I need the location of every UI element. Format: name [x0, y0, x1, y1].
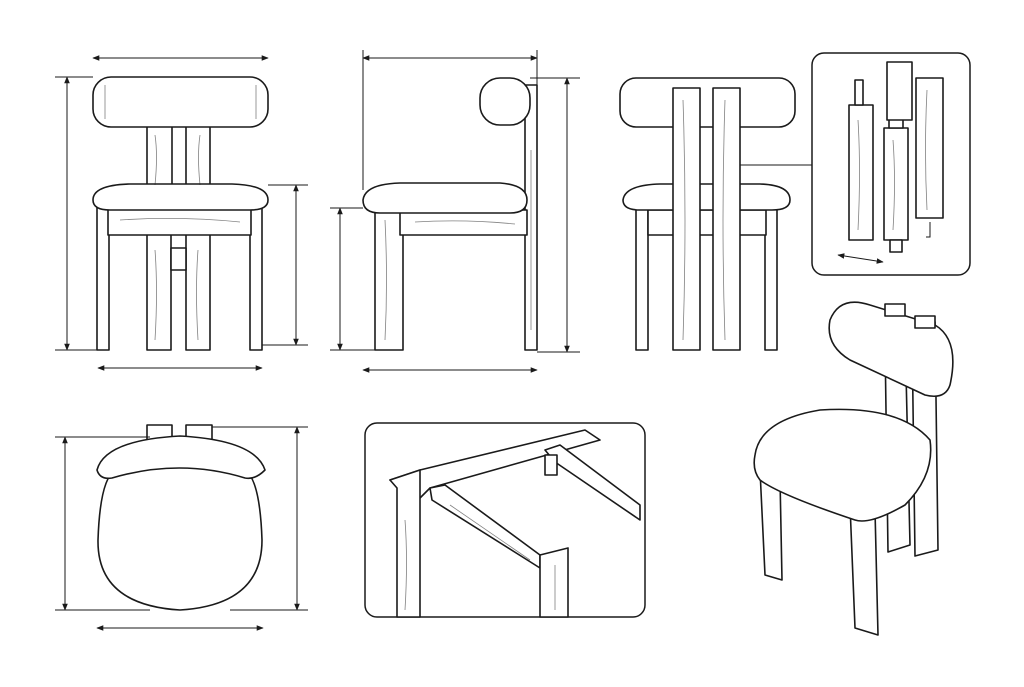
top-view — [55, 424, 308, 631]
front-view — [55, 55, 308, 371]
frame-detail-inset — [364, 422, 646, 618]
back-view — [619, 77, 812, 351]
isometric-view — [753, 301, 954, 636]
exploded-joint-inset — [811, 52, 971, 276]
side-view — [330, 50, 580, 373]
